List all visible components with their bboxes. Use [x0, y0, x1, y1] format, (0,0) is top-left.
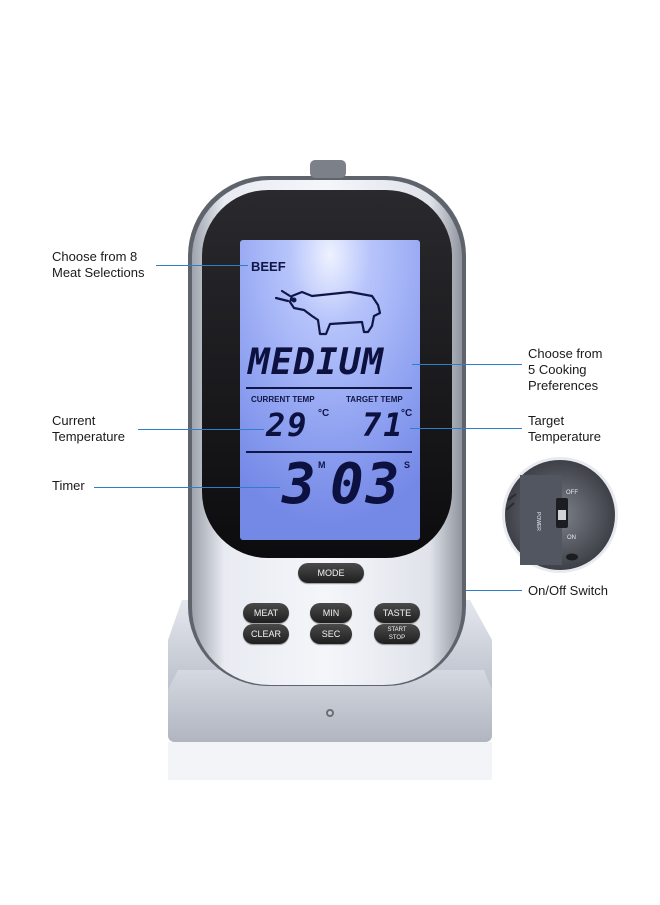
target-temp-unit: °C — [401, 408, 413, 419]
switch-detail — [502, 457, 618, 573]
timer-seconds: 03 — [330, 452, 402, 517]
timer-minutes: 3 — [282, 452, 318, 517]
current-temp-value: 29 — [266, 406, 309, 444]
target-temp-value: 71 — [362, 406, 405, 444]
target-temp-label: TARGET TEMP — [346, 395, 403, 404]
meat-selection: BEEF — [251, 259, 286, 274]
switch-on-label: ON — [567, 535, 576, 541]
switch-power-label: POWER — [535, 512, 541, 531]
current-temp-label: CURRENT TEMP — [251, 395, 315, 404]
mode-button[interactable]: MODE — [298, 563, 364, 583]
callout-timer: Timer — [52, 478, 85, 493]
taste-button[interactable]: TASTE — [374, 603, 420, 623]
callout-on-off-switch: On/Off Switch — [528, 583, 608, 598]
switch-off-label: OFF — [566, 490, 578, 496]
cow-icon — [274, 289, 382, 336]
callout-cooking-preferences: Choose from 5 Cooking Preferences — [528, 346, 603, 393]
callout-meat-selections: Choose from 8 Meat Selections — [52, 249, 145, 280]
leader-switch — [466, 590, 522, 591]
leader-target — [410, 428, 522, 429]
sec-button[interactable]: SEC — [310, 624, 352, 644]
callout-current-temperature: Current Temperature — [52, 413, 125, 444]
stop-label: STOP — [388, 635, 406, 641]
start-label: START — [387, 627, 407, 633]
min-button[interactable]: MIN — [310, 603, 352, 623]
leader-timer — [94, 487, 280, 488]
leader-meat — [156, 265, 248, 266]
start-stop-button[interactable]: START STOP — [374, 624, 420, 644]
doneness-readout: MEDIUM — [248, 342, 385, 383]
clear-button[interactable]: CLEAR — [243, 624, 289, 644]
current-temp-unit: °C — [318, 408, 330, 419]
minute-marker: M — [318, 460, 326, 470]
leader-preferences — [412, 364, 522, 365]
callout-target-temperature: Target Temperature — [528, 413, 601, 444]
second-marker: S — [404, 460, 411, 470]
leader-current — [138, 429, 264, 430]
device-body — [188, 160, 618, 686]
meat-button[interactable]: MEAT — [243, 603, 289, 623]
